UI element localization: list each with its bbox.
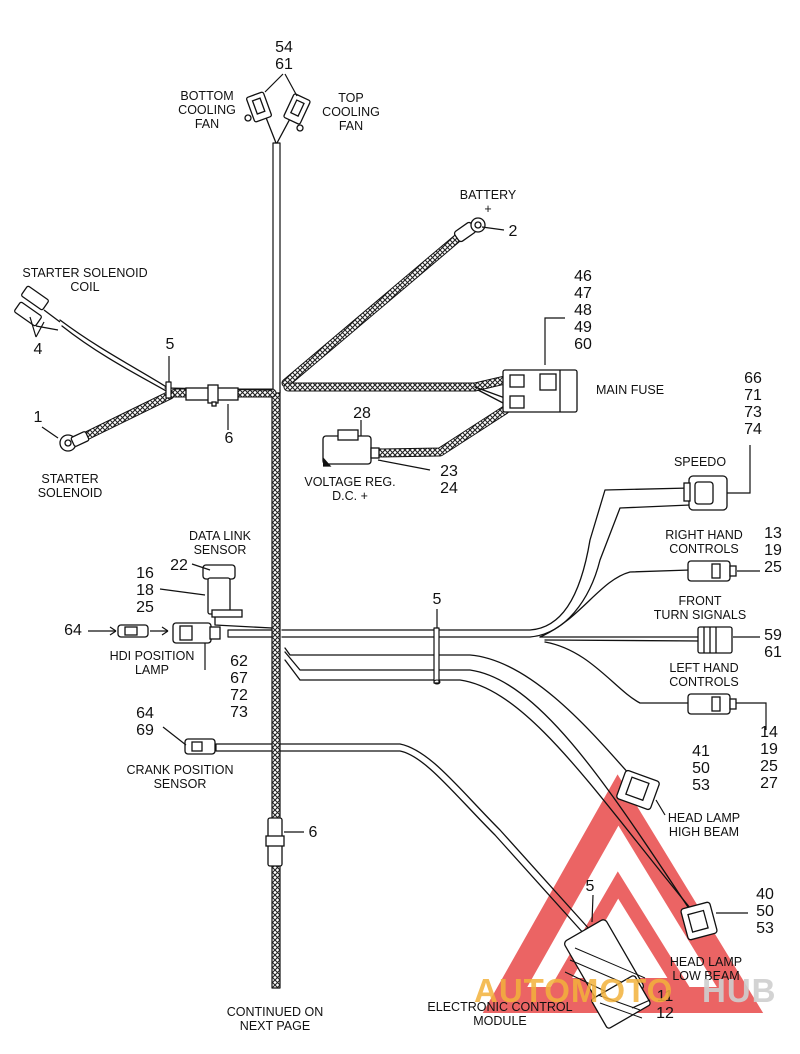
voltage-reg-branch — [373, 405, 510, 458]
callout-starter: 1 — [33, 409, 43, 426]
coil-wire — [59, 319, 169, 389]
speedo-connector — [683, 475, 728, 511]
electronic-control-module-label: ELECTRONIC CONTROL MODULE — [427, 1000, 573, 1028]
electronic-control-module — [564, 919, 651, 1029]
callout-clip-mid: 5 — [432, 591, 442, 608]
callout-data-link-22: 22 — [170, 557, 188, 574]
speedo-label: SPEEDO — [673, 455, 727, 469]
callout-fans: 54 61 — [275, 39, 293, 73]
starter-solenoid-label: STARTER SOLENOID — [37, 472, 103, 500]
callout-right-hand: 13 19 25 — [764, 525, 782, 576]
callout-speedo: 66 71 73 74 — [744, 370, 762, 438]
leader-high-beam — [655, 799, 666, 816]
leader-voltage-2324 — [377, 459, 431, 471]
callout-clip-left: 5 — [165, 336, 175, 353]
callout-coil: 4 — [33, 341, 43, 358]
main-trunk — [271, 389, 281, 989]
leader-starter — [41, 426, 59, 439]
fan-branch-left — [264, 114, 277, 144]
callout-hdi-64: 64 — [64, 622, 82, 639]
callout-ecm-5: 5 — [585, 878, 595, 895]
right-bundle-1 — [281, 487, 691, 631]
hdi-harness-connector — [172, 622, 221, 644]
ecm-wire — [279, 743, 591, 931]
head-lamp-low-beam-connector — [680, 901, 718, 941]
crank-branch — [215, 743, 273, 752]
right-hand-controls-label: RIGHT HAND CONTROLS — [665, 528, 743, 556]
callout-data-link-side: 16 18 25 — [136, 565, 154, 616]
callout-left-hand: 14 19 25 27 — [760, 724, 778, 792]
clip-left — [165, 381, 172, 399]
top-cooling-fan-label: TOP COOLING FAN — [322, 91, 380, 133]
voltage-reg-label: VOLTAGE REG. D.C. + — [304, 475, 396, 503]
bottom-cooling-fan-connector — [244, 91, 272, 123]
callout-voltage-reg-top: 28 — [353, 405, 371, 422]
hdi-branch — [227, 629, 273, 638]
bottom-cooling-fan-label: BOTTOM COOLING FAN — [178, 89, 236, 131]
callout-connector-6-top: 6 — [224, 430, 234, 447]
clip-mid — [433, 627, 440, 684]
top-cooling-fan-connector — [283, 93, 311, 132]
starter-solenoid-coil-terminals — [14, 285, 61, 331]
main-fuse-label: MAIN FUSE — [595, 383, 665, 397]
battery-label: BATTERY + — [459, 188, 517, 216]
high-beam-wire — [284, 647, 631, 776]
callout-high-beam: 41 50 53 — [692, 743, 710, 794]
leader-data-link-side — [159, 588, 206, 596]
left-hand-wire — [544, 641, 691, 704]
hdi-position-lamp-label: HDI POSITION LAMP — [109, 649, 195, 677]
starter-solenoid-coil-label: STARTER SOLENOID COIL — [22, 266, 148, 294]
leader-coil — [29, 316, 45, 338]
battery-terminal — [453, 217, 486, 243]
callout-main-fuse: 46 47 48 49 60 — [574, 268, 592, 353]
callout-connector-6-bottom: 6 — [308, 824, 318, 841]
callout-low-beam: 40 50 53 — [756, 886, 774, 937]
front-turn-signals-connector — [697, 626, 733, 654]
right-hand-wire — [539, 569, 691, 638]
leader-fans — [264, 73, 298, 97]
crank-position-sensor-label: CRANK POSITION SENSOR — [126, 763, 234, 791]
watermark-text-2: HUB — [702, 972, 777, 1009]
leader-data-link — [191, 563, 211, 571]
callout-crank: 64 69 — [136, 705, 154, 739]
head-lamp-high-beam-label: HEAD LAMP HIGH BEAM — [667, 811, 741, 839]
front-turn-signals-label: FRONT TURN SIGNALS — [653, 594, 747, 622]
left-hand-controls-connector — [687, 693, 737, 715]
leader-ecm-5 — [591, 894, 594, 923]
continued-label: CONTINUED ON NEXT PAGE — [226, 1005, 324, 1033]
fan-trunk — [272, 142, 281, 394]
head-lamp-high-beam-connector — [616, 769, 660, 811]
connector-6-bottom — [265, 817, 285, 867]
data-link-sensor-label: DATA LINK SENSOR — [188, 529, 252, 557]
connector-6-top — [185, 384, 239, 407]
voltage-reg-connector — [322, 429, 380, 467]
leader-left-hand — [736, 702, 767, 730]
watermark-text-1: AUTOMOTO — [474, 972, 674, 1009]
starter-solenoid-terminal — [59, 431, 90, 452]
callout-voltage-reg-bottom: 23 24 — [440, 463, 458, 497]
data-link-sensor — [202, 564, 243, 618]
head-lamp-low-beam-label: HEAD LAMP LOW BEAM — [669, 955, 743, 983]
main-fuse-block — [502, 369, 578, 413]
callout-battery: 2 — [508, 223, 518, 240]
hdi-position-lamp-connector — [117, 624, 149, 638]
right-hand-controls-connector — [687, 560, 737, 582]
leader-hdi-arrow — [150, 626, 169, 636]
left-hand-controls-label: LEFT HAND CONTROLS — [669, 661, 739, 689]
leader-speedo — [727, 445, 751, 494]
leader-crank — [162, 726, 187, 746]
callout-ecm: 11 12 — [656, 988, 674, 1022]
leader-ecm — [631, 999, 651, 1009]
leader-main-fuse — [544, 317, 565, 365]
crank-position-sensor-connector — [184, 738, 216, 755]
leader-battery — [481, 226, 505, 231]
callout-front-turn: 59 61 — [764, 627, 782, 661]
callout-hdi-conn: 62 67 72 73 — [230, 653, 248, 721]
